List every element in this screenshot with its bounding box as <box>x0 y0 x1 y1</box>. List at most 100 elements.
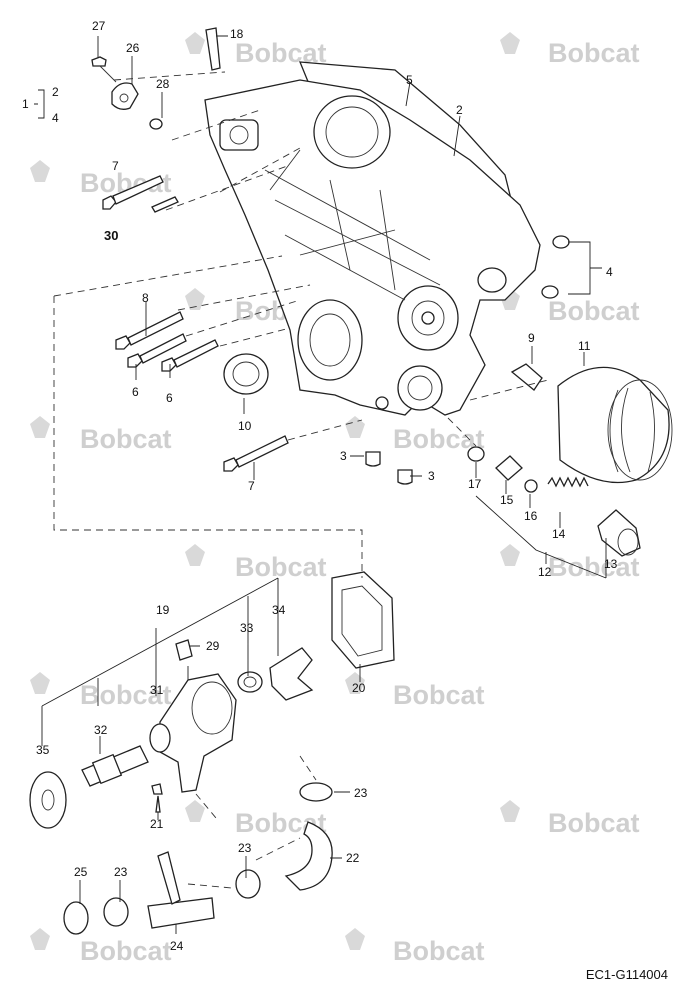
callout-12: 12 <box>538 565 552 579</box>
callout-21: 21 <box>150 817 164 831</box>
watermark: Bobcat <box>345 928 485 966</box>
clamp-23-mid <box>235 869 261 899</box>
watermark: Bobcat <box>500 288 640 326</box>
o-ring-28 <box>149 118 163 130</box>
callout-16: 16 <box>524 509 538 523</box>
o-ring-17 <box>467 446 485 462</box>
gear-case-cover <box>204 61 541 416</box>
callout-35: 35 <box>36 743 50 757</box>
callout-11: 11 <box>578 339 591 353</box>
ball-16 <box>524 479 538 493</box>
svg-text:Bobcat: Bobcat <box>393 936 485 966</box>
clamp-23-right <box>299 782 333 802</box>
callout-1: 1 <box>22 97 29 111</box>
oil-pump-inner <box>411 300 445 336</box>
oil-filter-11 <box>557 366 670 484</box>
drawing-code: EC1-G114004 <box>585 967 668 982</box>
svg-text:Bobcat: Bobcat <box>235 552 327 582</box>
callout-labels: 1 2 4 27 26 28 18 5 2 7 30 4 8 9 11 6 6 … <box>22 19 618 953</box>
seal-inner <box>232 361 260 387</box>
bracket-26 <box>111 82 139 110</box>
sleeve-15 <box>495 455 523 481</box>
pump-seal-33 <box>237 671 263 693</box>
fitting-29 <box>175 639 193 661</box>
top-left-parts <box>91 27 221 213</box>
pump-gasket-20-inner <box>341 585 383 657</box>
stud-18 <box>205 27 221 71</box>
lower-bore <box>297 299 363 381</box>
callout-7-top: 7 <box>112 159 119 173</box>
callout-32: 32 <box>94 723 108 737</box>
clamp-23-left <box>103 897 129 927</box>
callout-24: 24 <box>170 939 184 953</box>
svg-text:Bobcat: Bobcat <box>80 424 172 454</box>
watermark: Bobcat <box>30 416 172 454</box>
watermark: Bobcat <box>345 672 485 710</box>
callout-31: 31 <box>150 683 164 697</box>
callout-6b: 6 <box>166 391 173 405</box>
bobcat-logo-icon <box>185 544 205 566</box>
o-rings-4 <box>541 235 570 299</box>
callout-30: 30 <box>104 228 118 243</box>
seal-outer <box>223 353 269 395</box>
callout-23-right: 23 <box>354 786 368 800</box>
pump-bore <box>149 723 171 753</box>
callout-28: 28 <box>156 77 170 91</box>
relief-valve-group <box>467 446 641 557</box>
bolt-27 <box>91 56 107 67</box>
impeller-34 <box>269 647 314 701</box>
casing-ribs <box>264 149 441 301</box>
bobcat-logo-icon <box>30 672 50 694</box>
callout-20: 20 <box>352 681 366 695</box>
callout-4: 4 <box>606 265 613 279</box>
boss-hole <box>229 125 249 145</box>
bobcat-logo-icon <box>185 800 205 822</box>
oil-filter-group <box>510 363 673 484</box>
hoses-clamps <box>63 782 333 935</box>
callout-3b: 3 <box>428 469 435 483</box>
bobcat-logo-icon <box>500 800 520 822</box>
bobcat-logo-icon <box>345 928 365 950</box>
filter-nipple-9 <box>510 363 543 391</box>
plug-13-head <box>617 528 639 556</box>
pulley-hub-35 <box>29 771 67 829</box>
callout-7-lower: 7 <box>248 479 255 493</box>
callout-15: 15 <box>500 493 514 507</box>
callout-29: 29 <box>206 639 220 653</box>
bobcat-logo-icon <box>30 928 50 950</box>
bolt-8 <box>115 311 184 350</box>
callout-14: 14 <box>552 527 566 541</box>
callout-34: 34 <box>272 603 286 617</box>
watermark: Bobcat <box>30 160 172 198</box>
water-pump-group <box>29 571 395 829</box>
bolt-6a <box>127 333 187 368</box>
oil-pump-hub <box>421 311 435 325</box>
svg-text:Bobcat: Bobcat <box>80 936 172 966</box>
o-ring-4a <box>552 235 570 249</box>
watermark: Bobcat <box>345 416 485 454</box>
cap-25 <box>63 901 89 935</box>
callout-17: 17 <box>468 477 482 491</box>
leader-lines <box>34 35 607 934</box>
spring-14 <box>547 476 589 488</box>
bracket-26-hole <box>119 93 129 103</box>
left-bolts <box>115 311 289 472</box>
bearing-32 <box>91 753 123 785</box>
watermark: Bobcat <box>500 32 640 68</box>
callout-18: 18 <box>230 27 244 41</box>
plugs-3 <box>365 451 413 485</box>
callout-23-left: 23 <box>114 865 128 879</box>
pump-gasket-20 <box>331 571 395 669</box>
pipe-24 <box>147 897 215 929</box>
callout-27: 27 <box>92 19 106 33</box>
bolt-7-top <box>102 195 117 210</box>
callout-2-range: 2 <box>52 85 59 99</box>
pulley-hub-35-center <box>41 789 55 811</box>
svg-text:Bobcat: Bobcat <box>548 808 640 838</box>
watermark: Bobcat <box>500 800 640 838</box>
callout-33: 33 <box>240 621 254 635</box>
callout-19: 19 <box>156 603 170 617</box>
bolt-27-shank <box>99 65 117 83</box>
small-port <box>375 396 389 410</box>
bobcat-logo-icon <box>500 32 520 54</box>
